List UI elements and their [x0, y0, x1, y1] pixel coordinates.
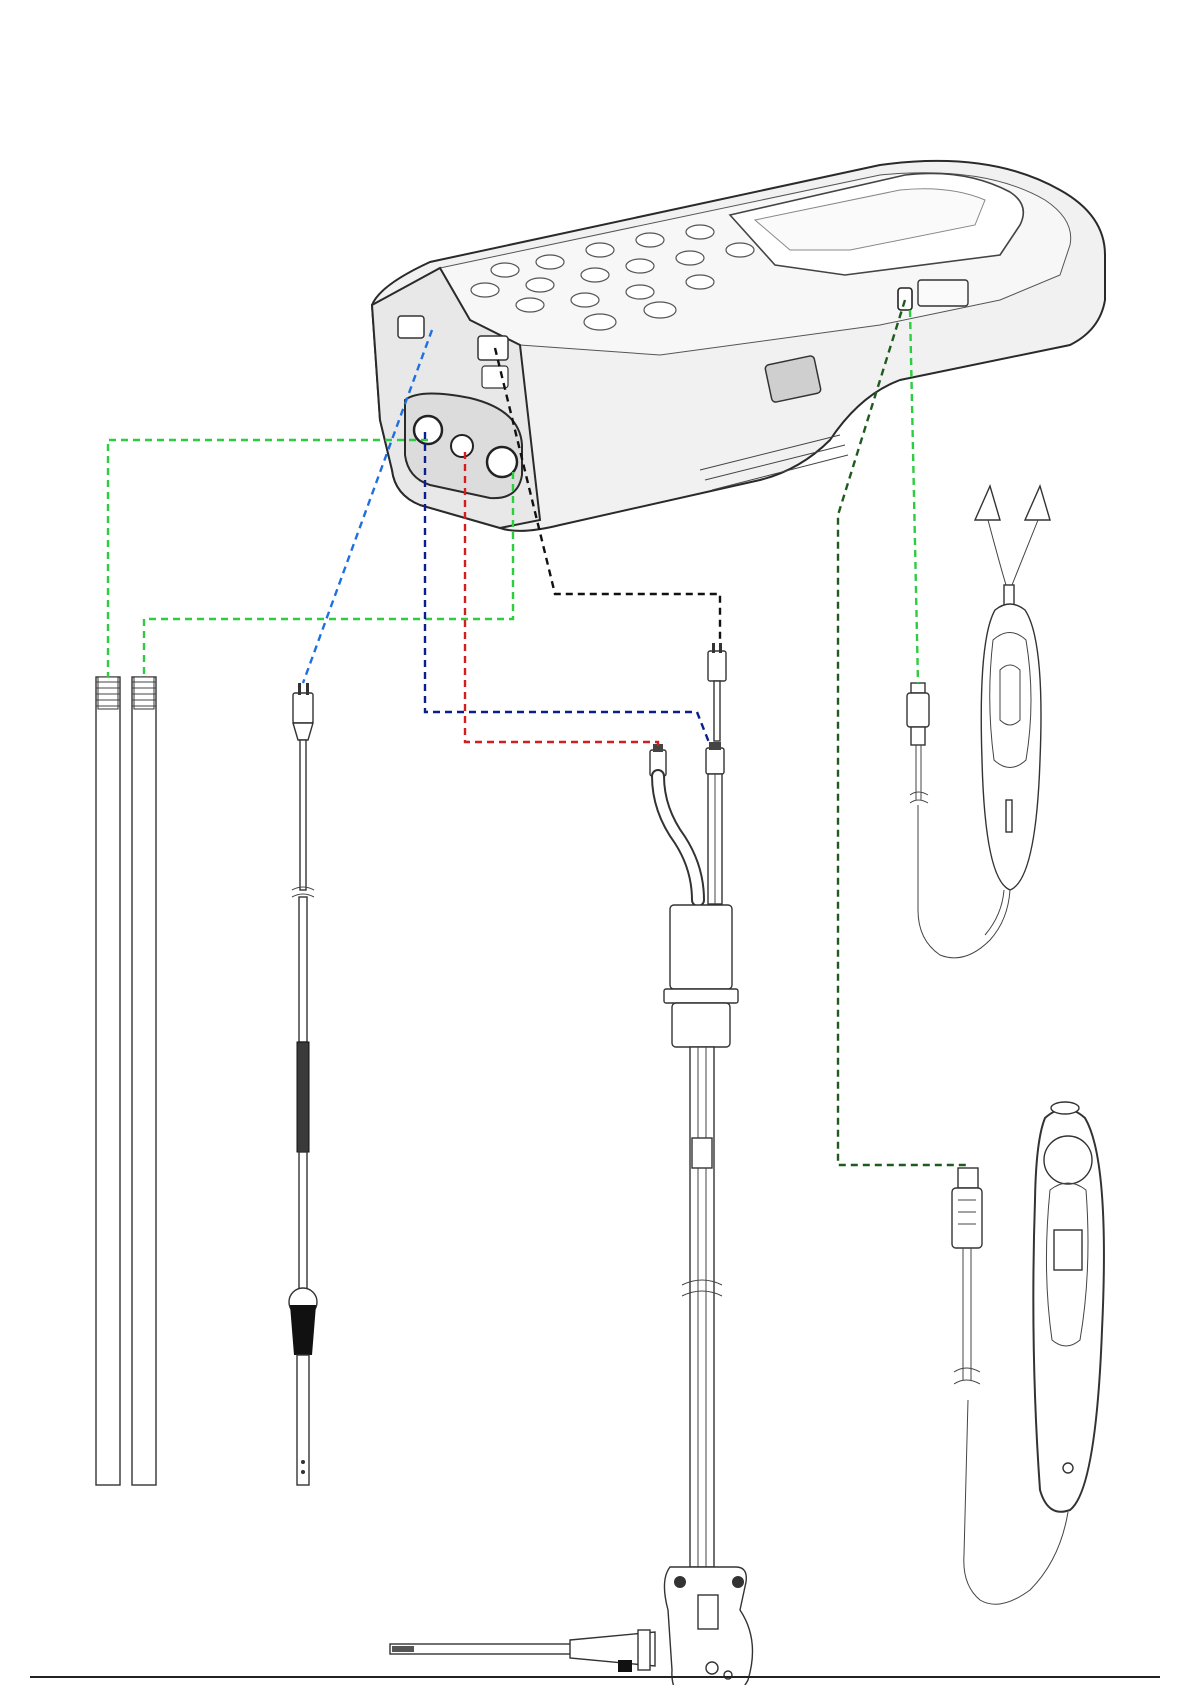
extension-tube-2 — [132, 677, 156, 1485]
handheld-probe — [952, 1102, 1104, 1604]
temperature-probe — [289, 683, 317, 1485]
connection-line-handheld-probe — [838, 300, 968, 1168]
flue-gas-probe — [390, 643, 753, 1685]
side-socket — [898, 288, 912, 310]
clamp-probe — [907, 486, 1050, 958]
top-left-socket — [398, 316, 424, 338]
connection-line-tube-1 — [108, 440, 428, 677]
analyzer-device — [372, 161, 1105, 531]
extension-tube-1 — [96, 677, 120, 1485]
page-footer-rule — [30, 1676, 1160, 1678]
middle-port — [451, 435, 473, 457]
top-right-socket — [478, 336, 508, 360]
